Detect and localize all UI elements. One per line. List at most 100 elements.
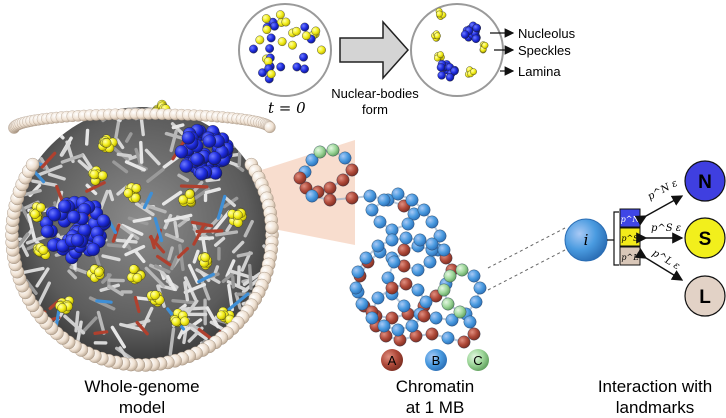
fiber-segment-colored	[197, 272, 215, 284]
formed-speckle	[435, 7, 447, 20]
particle	[292, 62, 302, 72]
polymer-bead	[467, 327, 481, 341]
fiber-segment	[221, 270, 236, 284]
fiber-segment	[115, 138, 125, 150]
cluster-bead	[179, 159, 193, 173]
polymer-bead	[413, 233, 427, 247]
polymer-bead	[399, 277, 413, 291]
fiber-segment	[119, 322, 145, 332]
polymer-bead	[313, 145, 327, 159]
polymer-bead	[443, 269, 457, 283]
polymer-bead	[385, 311, 399, 325]
cluster-bead	[178, 194, 188, 205]
polymer-bead	[391, 187, 405, 201]
type-c-marker	[467, 349, 489, 371]
fiber-segment	[45, 341, 60, 346]
polymer-bead	[345, 191, 359, 205]
fiber-segment	[43, 107, 49, 116]
cluster-bead	[36, 202, 46, 213]
channel-bracket	[607, 211, 619, 266]
caption-middle-line2: at 1 MB	[406, 398, 465, 417]
lamina-label: Lamina	[518, 64, 561, 79]
fiber-segment	[161, 190, 183, 206]
fiber-segment	[112, 160, 129, 174]
fiber-segment	[120, 223, 144, 236]
polymer-bead	[293, 171, 307, 185]
cluster-bead	[171, 316, 181, 327]
fiber-segment-colored	[176, 246, 190, 259]
polymer-bead	[423, 255, 437, 269]
channel-s-label: p^S	[621, 234, 639, 243]
fiber-segment	[116, 152, 132, 158]
particle	[261, 14, 271, 24]
fiber-segment	[14, 144, 33, 157]
particle	[275, 10, 285, 20]
fiber-segment	[60, 153, 84, 164]
cluster-bead	[174, 145, 189, 159]
polymer-bead	[453, 305, 467, 319]
fiber-segment	[88, 296, 116, 311]
fiber-segment-colored	[93, 330, 109, 335]
fiber-segment	[14, 107, 24, 121]
fiber-segment	[163, 213, 193, 223]
cluster-bead	[86, 242, 100, 257]
polymer-bead	[417, 309, 431, 323]
cluster-bead	[190, 152, 204, 166]
fiber-segment	[249, 345, 260, 359]
particle	[255, 35, 265, 45]
speckle-cluster	[169, 308, 190, 327]
polymer-bead	[385, 281, 399, 295]
fiber-segment-colored	[133, 295, 141, 314]
particle	[266, 33, 276, 43]
speckle-cluster	[178, 188, 196, 208]
arrow-to-l	[634, 248, 684, 281]
initial-particles	[249, 10, 326, 84]
formed-speckle	[431, 30, 441, 42]
particle	[258, 68, 267, 78]
cluster-bead	[101, 138, 112, 148]
formed-nucleolus	[436, 60, 459, 82]
fiber-segment	[169, 129, 178, 153]
fiber-segment	[126, 154, 140, 162]
fiber-segment	[205, 306, 220, 329]
polymer-bead	[351, 265, 365, 279]
cluster-bead	[150, 290, 160, 300]
fiber-segment	[158, 268, 169, 280]
landmark-s-letter: S	[699, 229, 712, 250]
polymer-bead	[405, 193, 419, 207]
cluster-bead	[132, 273, 143, 283]
particle	[265, 44, 275, 53]
fiber-segment	[192, 249, 200, 264]
particle	[249, 44, 258, 54]
fiber-segment-colored	[153, 217, 164, 243]
speckle-cluster	[86, 264, 105, 283]
polymer-bead	[385, 233, 399, 247]
channel-l-label: p^L	[621, 253, 638, 262]
fiber-segment	[18, 312, 29, 323]
polymer-bead	[391, 323, 405, 337]
polymer-bead	[437, 243, 451, 257]
polymer-bead	[397, 243, 411, 257]
particle	[300, 64, 309, 74]
fiber-segment	[178, 243, 185, 272]
polymer-bead	[463, 315, 477, 329]
fiber-segment	[108, 189, 115, 202]
polymer-bead	[365, 203, 379, 217]
speckles-label: Speckles	[518, 43, 571, 58]
speckle-cluster	[197, 252, 213, 270]
fiber-segment	[47, 172, 66, 181]
speckle-cluster	[146, 290, 165, 307]
cluster-bead	[200, 252, 210, 263]
fiber-segment	[168, 327, 176, 356]
fiber-segment	[224, 196, 236, 208]
fiber-segment	[231, 240, 245, 254]
polymer-bead	[411, 283, 425, 297]
fiber-segment	[48, 345, 62, 352]
fiber-segment-colored	[148, 235, 166, 254]
polymer-bead	[365, 311, 379, 325]
fiber-segment	[171, 123, 185, 130]
particle	[311, 26, 321, 36]
polymer-bead	[411, 263, 425, 277]
polymer-bead	[473, 281, 487, 295]
fiber-segment	[107, 284, 124, 297]
